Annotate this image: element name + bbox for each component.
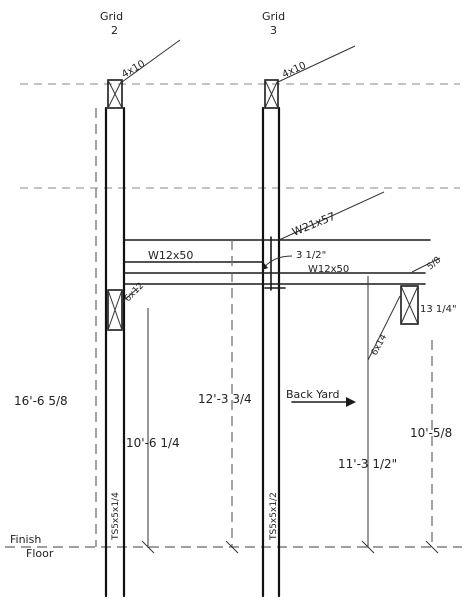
label-w12x50-lower: W12x50 (308, 264, 349, 275)
label-height-inner-left: 10'-6 1/4 (126, 436, 180, 450)
label-column-right: TS5x5x1/2 (269, 492, 279, 541)
label-column-left: TS5x5x1/4 (111, 492, 121, 541)
label-finish: Finish (10, 533, 41, 546)
label-6x14: 6x14 (370, 333, 390, 358)
grid-3-label: Grid (262, 10, 285, 23)
leader-6x14 (367, 295, 401, 361)
label-height-left: 16'-6 5/8 (14, 394, 68, 408)
label-4x10-right: 4x10 (281, 60, 308, 81)
leader-6x12 (121, 287, 139, 303)
label-w21x57: W21x57 (290, 210, 337, 239)
beam-lower (123, 272, 426, 285)
label-height-center: 12'-3 3/4 (198, 392, 252, 406)
leader-4x10-left (121, 39, 181, 83)
leader-w21x57 (278, 191, 385, 241)
column-grid-3 (261, 79, 281, 598)
label-4x10-left: 4x10 (120, 59, 147, 81)
column-grid-2 (104, 79, 126, 598)
label-back: Back Yard (286, 388, 339, 401)
label-height-right-far: 10'-5/8 (410, 426, 452, 440)
beam-upper (123, 239, 431, 263)
right-block (400, 285, 419, 325)
label-floor: Floor (26, 547, 54, 560)
label-5-8: 5/8 (426, 255, 444, 272)
leader-5-8 (411, 257, 441, 273)
arrow-head-icon (346, 397, 356, 407)
leader-4x10-right (277, 45, 356, 83)
grid-2-label: Grid (100, 10, 123, 23)
floor-ticks (141, 540, 439, 554)
label-13-1-4: 13 1/4" (420, 304, 457, 315)
label-offset-3-1-2: 3 1/2" (296, 250, 326, 261)
label-w12x50-upper: W12x50 (148, 249, 193, 262)
grid-3-number: 3 (270, 24, 277, 37)
label-height-right-mid: 11'-3 1/2" (338, 457, 397, 471)
grid-2-number: 2 (111, 24, 118, 37)
connection-detail (261, 236, 293, 291)
